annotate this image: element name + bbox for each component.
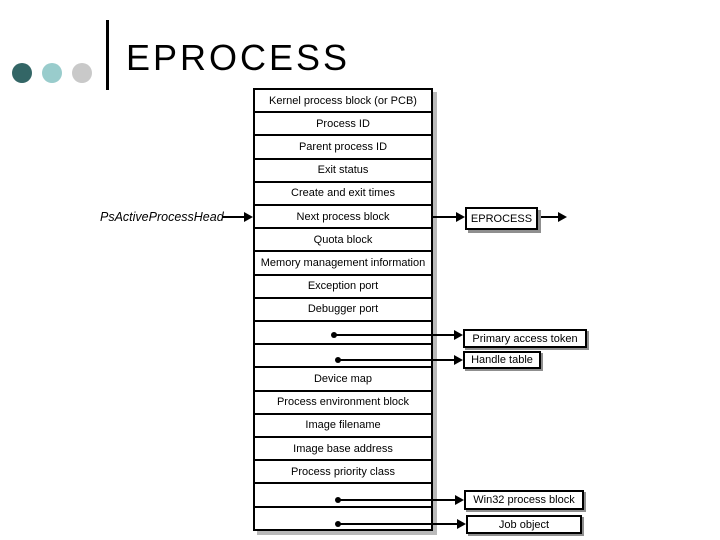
- psactiveprocesshead-label: PsActiveProcessHead: [100, 210, 224, 224]
- table-row-empty: [255, 322, 431, 346]
- win32-process-block-arrow: [335, 495, 464, 505]
- table-row: Next process block: [255, 206, 431, 230]
- table-row: Exit status: [255, 160, 431, 183]
- slide-title: EPROCESS: [126, 37, 351, 78]
- table-row: Image base address: [255, 438, 431, 462]
- handle-table-arrow: [335, 355, 463, 365]
- title-divider-bar: [106, 20, 109, 90]
- handle-table-box: Handle table: [463, 351, 541, 369]
- eprocess-box: EPROCESS: [465, 207, 538, 230]
- table-row-empty: [255, 345, 431, 369]
- table-row: Process ID: [255, 113, 431, 137]
- win32-process-block-box: Win32 process block: [464, 490, 584, 510]
- table-row-empty: [255, 484, 431, 508]
- job-object-arrow: [335, 519, 466, 529]
- eprocess-structure-table: Kernel process block (or PCB) Process ID…: [253, 88, 433, 531]
- bullet-dot-light-teal: [42, 63, 62, 83]
- table-row: Quota block: [255, 229, 431, 253]
- table-row: Debugger port: [255, 299, 431, 323]
- table-row: Parent process ID: [255, 136, 431, 160]
- eprocess-out-arrow: [539, 212, 567, 222]
- next-process-block-out-arrow: [433, 212, 465, 222]
- table-row: Process environment block: [255, 392, 431, 415]
- primary-access-token-box: Primary access token: [463, 329, 587, 348]
- table-row: Kernel process block (or PCB): [255, 90, 431, 114]
- bullet-dot-dark-teal: [12, 63, 32, 83]
- table-row: Exception port: [255, 276, 431, 299]
- table-row: Process priority class: [255, 461, 431, 485]
- table-row-empty: [255, 508, 431, 529]
- table-row: Memory management information: [255, 252, 431, 276]
- table-row: Device map: [255, 368, 431, 392]
- bullet-dot-gray: [72, 63, 92, 83]
- job-object-box: Job object: [466, 515, 582, 534]
- table-row: Image filename: [255, 415, 431, 439]
- psactiveprocesshead-arrow: [222, 212, 253, 222]
- table-row: Create and exit times: [255, 183, 431, 207]
- primary-access-token-arrow: [331, 330, 463, 340]
